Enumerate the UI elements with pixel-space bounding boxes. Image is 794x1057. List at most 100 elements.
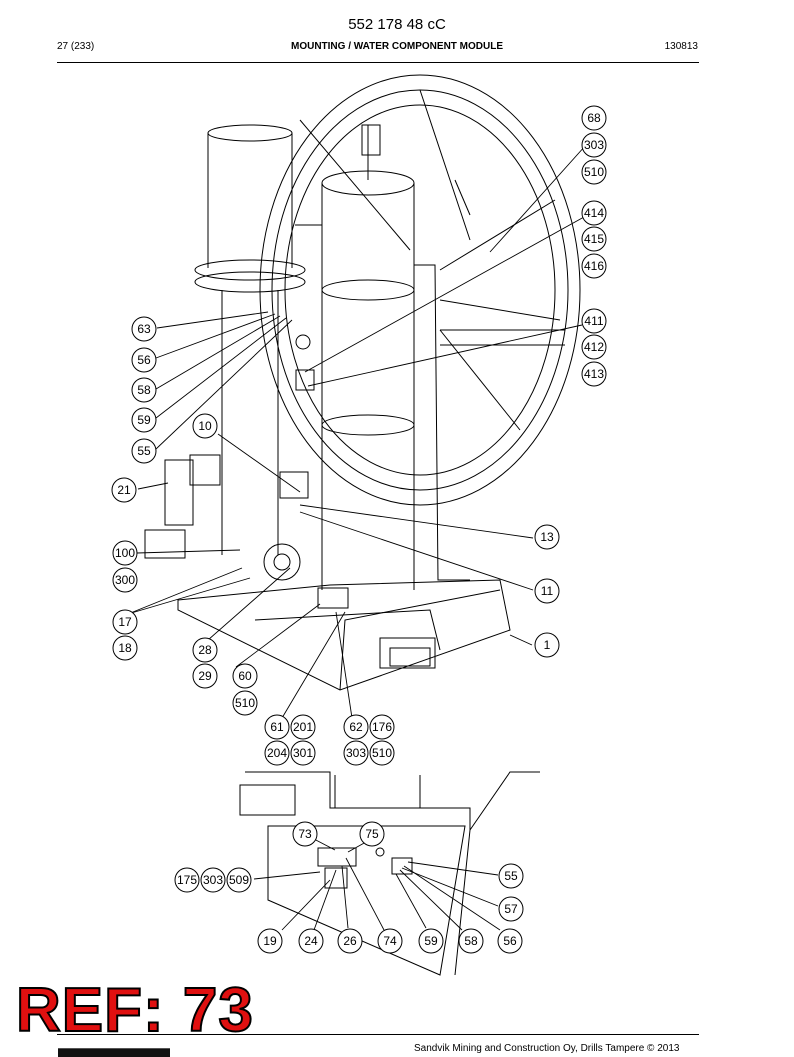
- svg-text:26: 26: [343, 934, 357, 948]
- callout-413: 413: [581, 361, 607, 387]
- callout-10: 10: [192, 413, 218, 439]
- svg-text:411: 411: [584, 314, 603, 328]
- svg-text:510: 510: [235, 696, 255, 710]
- svg-text:56: 56: [503, 934, 517, 948]
- callout-11: 11: [534, 578, 560, 604]
- callout-75: 75: [359, 821, 385, 847]
- mounting-frame: [177, 224, 511, 691]
- callout-175: 175: [174, 867, 200, 893]
- svg-text:13: 13: [540, 530, 554, 544]
- svg-text:60: 60: [238, 669, 252, 683]
- svg-text:300: 300: [115, 573, 135, 587]
- svg-text:73: 73: [298, 827, 312, 841]
- svg-text:510: 510: [372, 746, 392, 760]
- callout-303: 303: [200, 867, 226, 893]
- page-title: MOUNTING / WATER COMPONENT MODULE: [290, 41, 504, 52]
- svg-text:24: 24: [304, 934, 318, 948]
- svg-text:55: 55: [137, 444, 151, 458]
- svg-text:510: 510: [584, 165, 604, 179]
- callout-56: 56: [131, 347, 157, 373]
- callout-60: 60: [232, 663, 258, 689]
- svg-text:29: 29: [198, 669, 212, 683]
- reference-label: REF: 73: [15, 976, 254, 1045]
- callout-59: 59: [418, 928, 444, 954]
- svg-text:56: 56: [137, 353, 151, 367]
- callout-24: 24: [298, 928, 324, 954]
- callout-301: 301: [290, 740, 316, 766]
- svg-text:28: 28: [198, 643, 212, 657]
- svg-text:100: 100: [115, 546, 135, 560]
- svg-text:414: 414: [584, 206, 604, 220]
- svg-text:58: 58: [137, 383, 151, 397]
- callout-55: 55: [131, 438, 157, 464]
- callout-201: 201: [290, 714, 316, 740]
- callout-58: 58: [131, 377, 157, 403]
- callout-416: 416: [581, 253, 607, 279]
- callout-57: 57: [498, 896, 524, 922]
- svg-text:21: 21: [117, 483, 131, 497]
- svg-text:75: 75: [365, 827, 379, 841]
- callout-56: 56: [497, 928, 523, 954]
- callout-29: 29: [192, 663, 218, 689]
- svg-text:17: 17: [118, 615, 132, 629]
- copyright-footer: Sandvik Mining and Construction Oy, Dril…: [414, 1043, 680, 1054]
- leader-lines: [127, 144, 587, 931]
- callout-509: 509: [226, 867, 252, 893]
- svg-text:175: 175: [177, 873, 197, 887]
- svg-text:19: 19: [263, 934, 277, 948]
- svg-text:509: 509: [229, 873, 249, 887]
- callout-17: 17: [112, 609, 138, 635]
- svg-text:59: 59: [137, 413, 151, 427]
- callout-58: 58: [458, 928, 484, 954]
- svg-text:1: 1: [544, 638, 551, 652]
- callout-412: 412: [581, 334, 607, 360]
- svg-text:57: 57: [504, 902, 518, 916]
- header-rule: [57, 62, 699, 63]
- callout-510: 510: [369, 740, 395, 766]
- callout-414: 414: [581, 200, 607, 226]
- callout-28: 28: [192, 637, 218, 663]
- callout-55: 55: [498, 863, 524, 889]
- callout-204: 204: [264, 740, 290, 766]
- svg-text:68: 68: [587, 111, 601, 125]
- svg-text:18: 18: [118, 641, 132, 655]
- svg-text:59: 59: [424, 934, 438, 948]
- callout-21: 21: [111, 477, 137, 503]
- detail-view-drawing: [239, 771, 540, 976]
- callout-415: 415: [581, 226, 607, 252]
- callout-59: 59: [131, 407, 157, 433]
- svg-text:204: 204: [267, 746, 287, 760]
- svg-text:416: 416: [584, 259, 604, 273]
- callout-63: 63: [131, 316, 157, 342]
- callout-176: 176: [369, 714, 395, 740]
- svg-text:63: 63: [137, 322, 151, 336]
- svg-text:413: 413: [584, 367, 604, 381]
- svg-text:10: 10: [198, 419, 212, 433]
- callout-300: 300: [112, 567, 138, 593]
- callout-19: 19: [257, 928, 283, 954]
- water-tank-cylinder: [321, 124, 415, 590]
- svg-text:62: 62: [349, 720, 363, 734]
- callout-62: 62: [343, 714, 369, 740]
- callout-68: 68: [581, 105, 607, 131]
- callout-303: 303: [343, 740, 369, 766]
- page-number: 27 (233): [57, 41, 95, 52]
- callout-100: 100: [112, 540, 138, 566]
- callout-73: 73: [292, 821, 318, 847]
- svg-text:412: 412: [584, 340, 604, 354]
- callout-303: 303: [581, 132, 607, 158]
- svg-text:11: 11: [541, 584, 554, 598]
- svg-text:303: 303: [346, 746, 366, 760]
- hose-reel-drawing: [259, 74, 581, 506]
- callout-13: 13: [534, 524, 560, 550]
- svg-text:415: 415: [584, 232, 604, 246]
- callout-510: 510: [232, 690, 258, 716]
- filter-housing-left: [194, 124, 306, 555]
- footer-rule: [57, 1034, 699, 1035]
- svg-text:201: 201: [293, 720, 313, 734]
- svg-text:55: 55: [504, 869, 518, 883]
- callout-74: 74: [377, 928, 403, 954]
- callout-26: 26: [337, 928, 363, 954]
- svg-text:58: 58: [464, 934, 478, 948]
